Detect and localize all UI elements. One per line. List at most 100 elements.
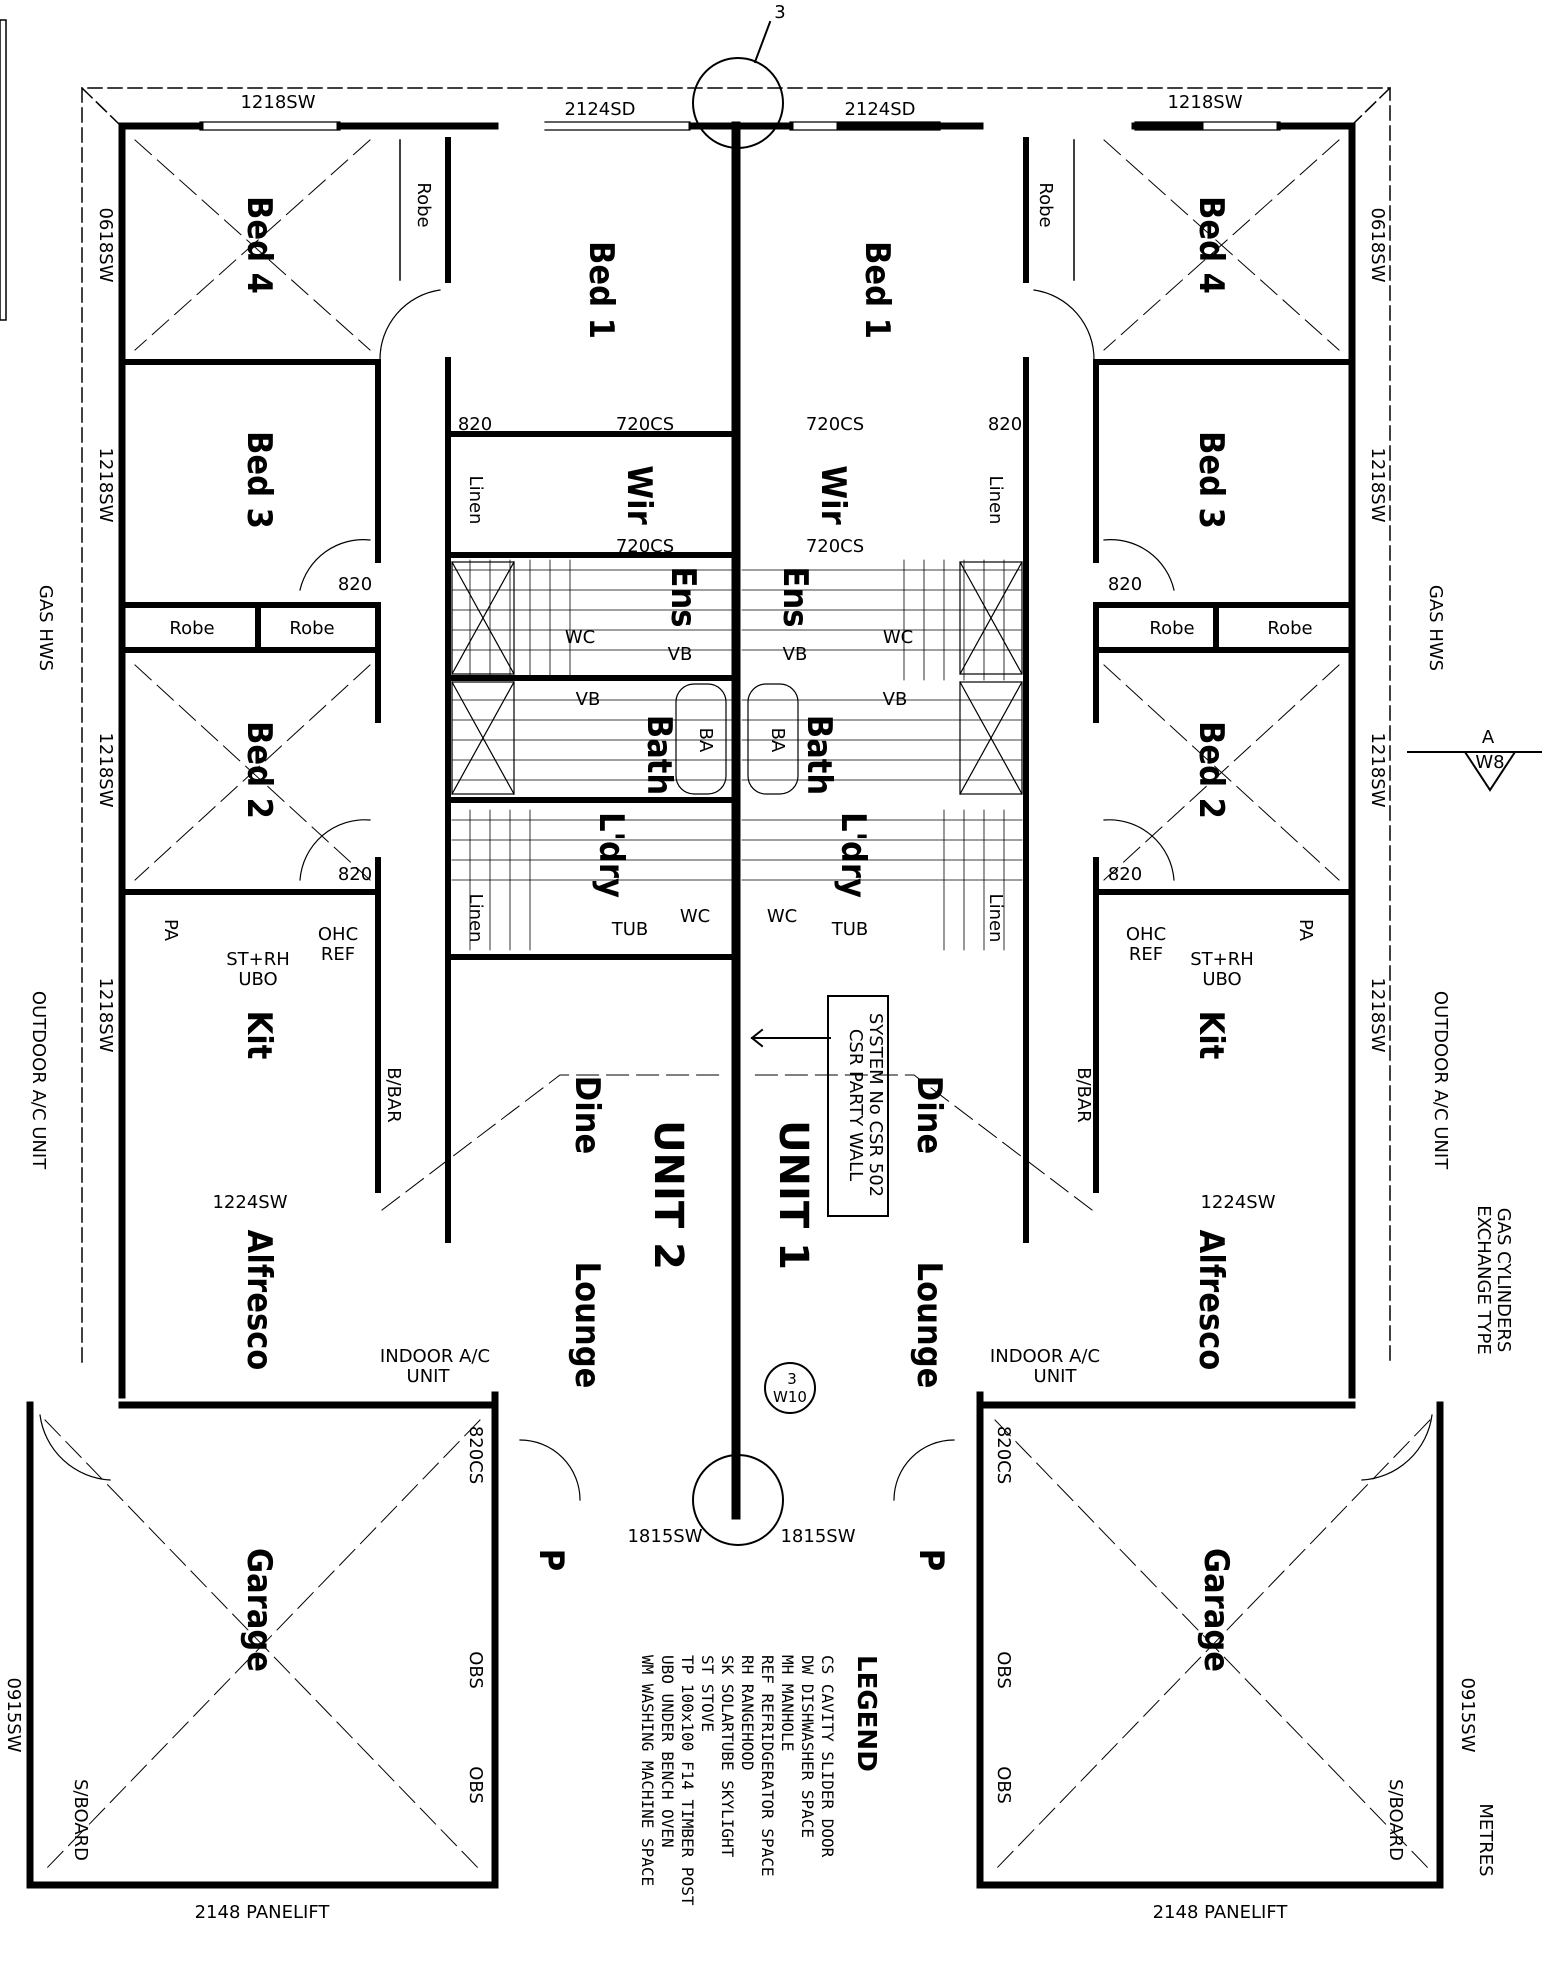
legend: LEGEND CS CAVITY SLIDER DOOR DW DISHWASH… <box>638 1655 881 1906</box>
wc-label-right-ldry: WC <box>767 906 797 927</box>
legend-item-st: ST STOVE <box>698 1655 717 1732</box>
room-label-garage-right: Garage <box>1196 1548 1236 1672</box>
ba-label-right: BA <box>767 728 788 753</box>
room-label-alfresco-left: Alfresco <box>239 1230 279 1371</box>
dim-window-alfresco-right: 1224SW <box>1200 1192 1275 1213</box>
linen-label-lower-right: Linen <box>985 894 1006 943</box>
section-marker-right-sheet: W8 <box>1475 752 1504 773</box>
dim-window-left-bed2: 1218SW <box>95 732 116 807</box>
ubo-label-left: UBO <box>238 969 277 990</box>
room-label-garage-left: Garage <box>239 1548 279 1672</box>
dim-door-bed2-left: 820 <box>338 864 372 885</box>
obs-label-left-b: OBS <box>465 1766 486 1804</box>
indoor-ac-left-1: INDOOR A/C <box>380 1346 490 1367</box>
gas-hws-label-right: GAS HWS <box>1425 585 1446 671</box>
dim-window-top-right-a: 1218SW <box>1167 92 1242 113</box>
legend-item-wm: WM WASHING MACHINE SPACE <box>638 1655 657 1886</box>
ohc-label-left: OHC <box>318 924 358 945</box>
room-label-dine-right: Dine <box>909 1076 949 1154</box>
room-label-dine-left: Dine <box>567 1076 607 1154</box>
dim-door-bed3-left: 820 <box>338 574 372 595</box>
dim-door-top-left: 2124SD <box>564 99 635 120</box>
dim-cs-wir-left-bottom: 720CS <box>616 536 674 557</box>
room-label-laundry-left: L'dry <box>591 812 631 898</box>
room-label-kit-left: Kit <box>239 1011 279 1060</box>
dim-window-left-bed3: 1218SW <box>95 447 116 522</box>
dim-cs-garage-right: 820CS <box>993 1426 1014 1484</box>
outdoor-ac-right: OUTDOOR A/C UNIT <box>1430 991 1451 1170</box>
room-label-bed3-right: Bed 3 <box>1191 431 1231 529</box>
bbar-label-right: B/BAR <box>1073 1067 1094 1123</box>
room-label-alfresco-right: Alfresco <box>1191 1230 1231 1371</box>
dim-garage-door-left: 2148 PANELIFT <box>195 1902 331 1923</box>
party-wall-note-2: SYSTEM No CSR 502 <box>865 1013 886 1197</box>
linework <box>0 19 1542 1889</box>
wc-label-left-ldry: WC <box>680 906 710 927</box>
room-label-bed2-right: Bed 2 <box>1191 721 1231 819</box>
gas-cylinder-note-2: GAS CYLINDERS <box>1493 1208 1514 1353</box>
ref-label-right: REF <box>1129 944 1163 965</box>
room-label-bath-right: Bath <box>799 715 839 795</box>
party-wall-note-1: CSR PARTY WALL <box>845 1029 866 1181</box>
room-label-lounge-right: Lounge <box>909 1262 949 1389</box>
dim-window-right-bed3: 1218SW <box>1367 447 1388 522</box>
dim-cs-garage-left: 820CS <box>465 1426 486 1484</box>
room-label-bed1-right: Bed 1 <box>857 241 897 339</box>
vb-label-right-ens: VB <box>783 644 808 665</box>
robe-label-bed3-left-b: Robe <box>289 618 334 639</box>
gas-cylinder-note-1: EXCHANGE TYPE <box>1473 1205 1494 1355</box>
dim-cs-wir-left-top: 720CS <box>616 414 674 435</box>
obs-label-left-a: OBS <box>465 1651 486 1689</box>
room-label-bed1-left: Bed 1 <box>581 241 621 339</box>
robe-label-bed3-right-b: Robe <box>1267 618 1312 639</box>
vb-label-left-bath: VB <box>576 689 601 710</box>
sboard-label-left: S/BOARD <box>70 1779 91 1861</box>
room-label-ens-right: Ens <box>775 567 815 628</box>
legend-item-ubo: UBO UNDER BENCH OVEN <box>658 1655 677 1848</box>
tub-label-right: TUB <box>831 919 869 940</box>
dim-window-left-bed4: 0618SW <box>95 207 116 282</box>
pa-label-right: PA <box>1295 919 1316 942</box>
dim-door-bed1-right: 820 <box>988 414 1022 435</box>
obs-label-right-a: OBS <box>993 1651 1014 1689</box>
ohc-label-right: OHC <box>1126 924 1166 945</box>
room-label-bath-left: Bath <box>639 715 679 795</box>
dim-entry-left: 1815SW <box>627 1526 702 1547</box>
room-label-ens-left: Ens <box>663 567 703 628</box>
section-marker-right-letter: A <box>1482 727 1495 748</box>
tub-label-left: TUB <box>611 919 649 940</box>
bbar-label-left: B/BAR <box>383 1067 404 1123</box>
dim-window-top-left-a: 1218SW <box>240 92 315 113</box>
room-label-bed4-right: Bed 4 <box>1191 196 1231 294</box>
indoor-ac-left-2: UNIT <box>407 1366 451 1387</box>
porch-label-right: P <box>911 1549 951 1571</box>
metres-note: METRES <box>1475 1803 1496 1876</box>
st-rh-label-left: ST+RH <box>226 949 290 970</box>
legend-title: LEGEND <box>851 1655 881 1772</box>
dim-window-left-kit: 1218SW <box>95 977 116 1052</box>
robe-label-bed1-left: Robe <box>413 182 434 227</box>
robe-label-bed3-left-a: Robe <box>169 618 214 639</box>
dim-door-bed3-right: 820 <box>1108 574 1142 595</box>
wc-label-left-ens: WC <box>565 627 595 648</box>
unit-2-label: UNIT 2 <box>645 1120 691 1270</box>
linen-label-lower-left: Linen <box>465 894 486 943</box>
vb-label-right-bath: VB <box>883 689 908 710</box>
wc-label-right-ens: WC <box>883 627 913 648</box>
room-label-laundry-right: L'dry <box>833 812 873 898</box>
dim-door-bed1-left: 820 <box>458 414 492 435</box>
dim-window-right-kit: 1218SW <box>1367 977 1388 1052</box>
ba-label-left: BA <box>695 728 716 753</box>
obs-label-right-b: OBS <box>993 1766 1014 1804</box>
ubo-label-right: UBO <box>1202 969 1241 990</box>
room-label-bed2-left: Bed 2 <box>239 721 279 819</box>
section-marker-mid-sheet: W10 <box>773 1388 807 1406</box>
porch-label-left: P <box>531 1549 571 1571</box>
sboard-label-right: S/BOARD <box>1385 1779 1406 1861</box>
linen-label-upper-left: Linen <box>465 476 486 525</box>
linen-label-upper-right: Linen <box>985 476 1006 525</box>
legend-item-sk: SK SOLARTUBE SKYLIGHT <box>718 1655 737 1858</box>
room-label-wir-right: Wir <box>813 465 853 525</box>
dim-window-right-bed4: 0618SW <box>1367 207 1388 282</box>
